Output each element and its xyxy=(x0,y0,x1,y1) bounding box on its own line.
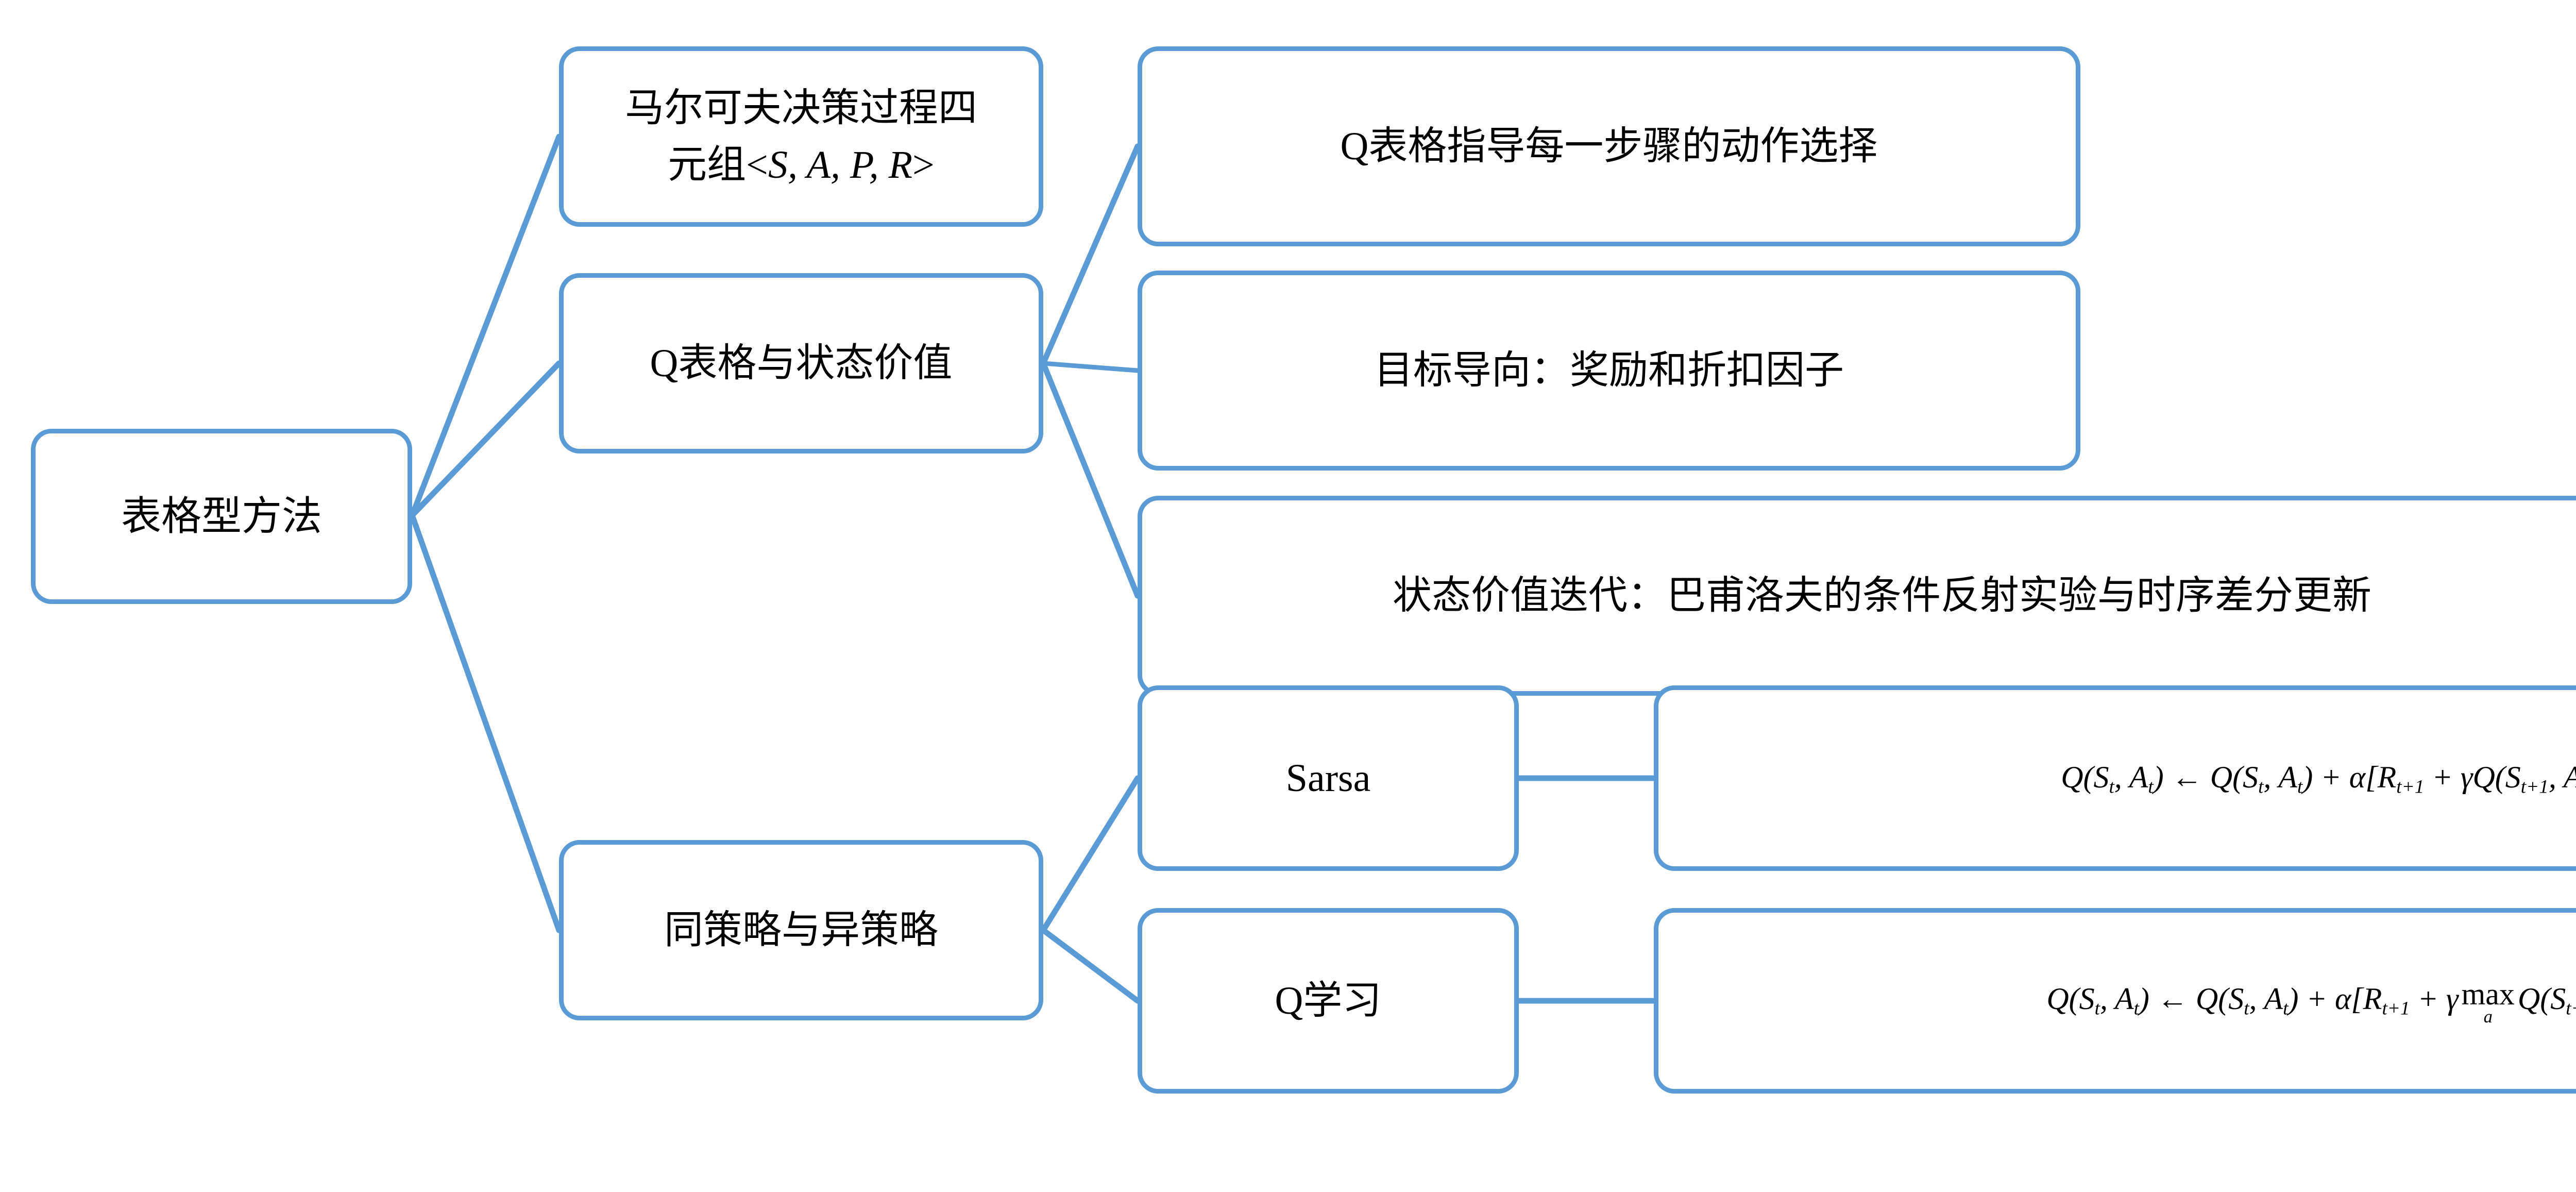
node-policy-label: 同策略与异策略 xyxy=(664,908,938,952)
node-mdp-line1: 马尔可夫决策过程四 xyxy=(625,86,977,130)
node-sarsa-update-formula[interactable]: Q(St, At) ← Q(St, At) + α[Rt+1 + γQ(St+1… xyxy=(1654,685,2576,871)
connector-root-to-mdp xyxy=(409,133,562,518)
node-goal-reward-discount[interactable]: 目标导向：奖励和折扣因子 xyxy=(1138,271,2080,471)
node-valueiter-label: 状态价值迭代：巴甫洛夫的条件反射实验与时序差分更新 xyxy=(1393,574,2371,617)
node-goal-label: 目标导向：奖励和折扣因子 xyxy=(1374,348,1844,392)
node-qguide-label: Q表格指导每一步骤的动作选择 xyxy=(1340,124,1878,168)
node-root-tabular-methods[interactable]: 表格型方法 xyxy=(31,429,412,604)
node-mdp-line2-prefix: 元组< xyxy=(668,143,768,187)
node-sarsa-label: Sarsa xyxy=(1285,756,1371,800)
connector-policy-to-qlearn xyxy=(1040,927,1141,1004)
node-qtable-label: Q表格与状态价值 xyxy=(650,341,953,385)
connector-root-to-qtable xyxy=(409,360,562,518)
node-q-learning[interactable]: Q学习 xyxy=(1138,908,1519,1094)
node-mdp-tuple[interactable]: 马尔可夫决策过程四 元组<S, A, P, R> xyxy=(559,46,1043,227)
connector-policy-to-sarsa xyxy=(1040,775,1141,933)
connector-qtable-to-valueiter xyxy=(1040,360,1141,599)
node-mdp-line2-math: S, A, P, R xyxy=(768,143,913,187)
connector-qtable-to-qguide xyxy=(1040,143,1141,366)
node-mdp-line2: 元组<S, A, P, R> xyxy=(577,137,1025,193)
node-qlearn-label: Q学习 xyxy=(1275,979,1382,1022)
node-onpolicy-offpolicy[interactable]: 同策略与异策略 xyxy=(559,840,1043,1020)
node-qtable-state-value[interactable]: Q表格与状态价值 xyxy=(559,273,1043,454)
connector-qtable-to-goal xyxy=(1041,361,1140,373)
connector-root-to-policy xyxy=(409,512,562,933)
node-mdp-label: 马尔可夫决策过程四 元组<S, A, P, R> xyxy=(577,80,1025,193)
sarsa-formula-expression: Q(St, At) ← Q(St, At) + α[Rt+1 + γQ(St+1… xyxy=(2061,760,2576,798)
node-state-value-iteration[interactable]: 状态价值迭代：巴甫洛夫的条件反射实验与时序差分更新 xyxy=(1138,496,2576,696)
node-mdp-line2-suffix: > xyxy=(912,143,935,187)
node-root-label: 表格型方法 xyxy=(121,494,322,539)
node-qtable-guides-action[interactable]: Q表格指导每一步骤的动作选择 xyxy=(1138,46,2080,246)
node-sarsa[interactable]: Sarsa xyxy=(1138,685,1519,871)
